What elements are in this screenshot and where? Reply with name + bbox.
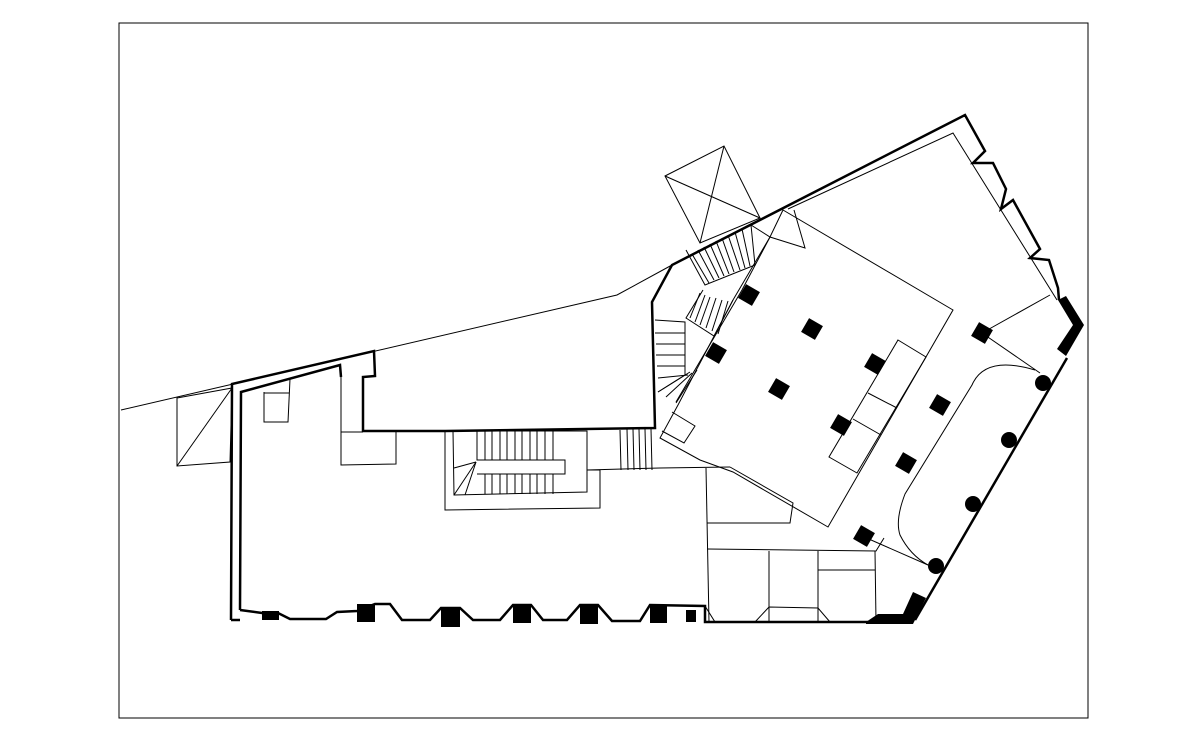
pier (686, 610, 696, 622)
pier (513, 605, 531, 623)
column-square (864, 353, 886, 375)
column-square (895, 452, 917, 474)
hall-lower-wall (707, 466, 794, 524)
pier (262, 611, 279, 620)
square-columns (705, 284, 993, 547)
hall-niche (661, 411, 696, 444)
interior-wall-line (787, 132, 1058, 301)
central-hall (659, 209, 954, 528)
round-columns (928, 375, 1051, 574)
column-square (971, 322, 993, 344)
skylight-void (664, 145, 761, 244)
curved-partition (861, 294, 1051, 566)
central-counter (828, 339, 927, 474)
corner-walls (866, 296, 1084, 624)
left-rooms (263, 377, 397, 466)
pier (580, 605, 598, 624)
upper-staircase (654, 209, 806, 404)
exterior-walls (229, 113, 1069, 624)
column-square (768, 378, 790, 400)
drawing-frame (118, 22, 1089, 719)
column-square (738, 284, 760, 306)
column-square (801, 318, 823, 340)
pier (441, 608, 460, 627)
column-round (928, 558, 944, 574)
column-square (705, 342, 727, 364)
lower-right-rooms (639, 467, 885, 623)
column-round (1035, 375, 1051, 391)
pier (650, 605, 667, 623)
column-round (1001, 432, 1017, 448)
column-square (929, 394, 951, 416)
column-round (965, 496, 981, 512)
left-annex (176, 387, 233, 467)
middle-staircase (444, 428, 731, 511)
column-square (830, 414, 852, 436)
pier (357, 604, 375, 622)
facade-piers (262, 604, 696, 627)
site-boundary-line (120, 264, 673, 411)
column-square (853, 525, 875, 547)
